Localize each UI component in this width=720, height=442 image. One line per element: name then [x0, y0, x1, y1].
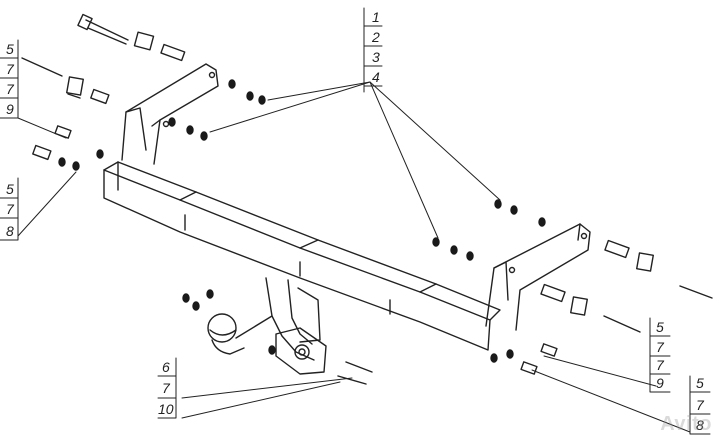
- callout-bottom-center: 6 7 10: [158, 359, 174, 417]
- avito-watermark: Avito: [660, 413, 712, 435]
- callout-right-bottom-1: 5: [696, 375, 704, 391]
- tow-ball-neck: [235, 277, 327, 375]
- callout-bottom-center-1: 6: [162, 359, 170, 375]
- callout-left-mid-3: 8: [6, 223, 14, 239]
- callout-right-bottom-2: 7: [696, 397, 705, 413]
- right-bracket: [485, 223, 591, 331]
- callout-right-mid-4: 9: [656, 375, 664, 391]
- callout-top-right-1: 1: [372, 9, 380, 25]
- nuts-and-washers: [58, 79, 546, 363]
- callout-left-top-3: 7: [6, 81, 15, 97]
- main-crossbeam: [103, 161, 501, 351]
- callout-right-mid: 5 7 7 9: [656, 319, 665, 391]
- callout-bottom-center-2: 7: [162, 380, 171, 396]
- fasteners: [21, 13, 713, 385]
- callout-left-top: 5 7 7 9: [6, 41, 15, 117]
- callout-left-mid: 5 7 8: [6, 181, 15, 239]
- tow-ball: [207, 313, 245, 355]
- callout-left-top-4: 9: [6, 101, 14, 117]
- callout-top-right-4: 4: [372, 69, 380, 85]
- left-bracket: [121, 63, 219, 165]
- callout-left-top-2: 7: [6, 61, 15, 77]
- callout-top-right-3: 3: [372, 49, 380, 65]
- callout-left-top-1: 5: [6, 41, 14, 57]
- callout-left-mid-2: 7: [6, 201, 15, 217]
- callout-top-right-2: 2: [371, 29, 380, 45]
- callout-top-right: 1 2 3 4: [371, 9, 380, 85]
- callout-boxes: [0, 7, 711, 435]
- callout-left-mid-1: 5: [6, 181, 14, 197]
- callout-bottom-center-3: 10: [158, 401, 174, 417]
- callout-right-mid-2: 7: [656, 339, 665, 355]
- callout-right-mid-1: 5: [656, 319, 664, 335]
- callout-right-bottom-3: 8: [696, 417, 704, 433]
- callout-right-bottom: 5 7 8: [696, 375, 705, 433]
- leader-lines: [17, 81, 691, 433]
- callout-right-mid-3: 7: [656, 357, 665, 373]
